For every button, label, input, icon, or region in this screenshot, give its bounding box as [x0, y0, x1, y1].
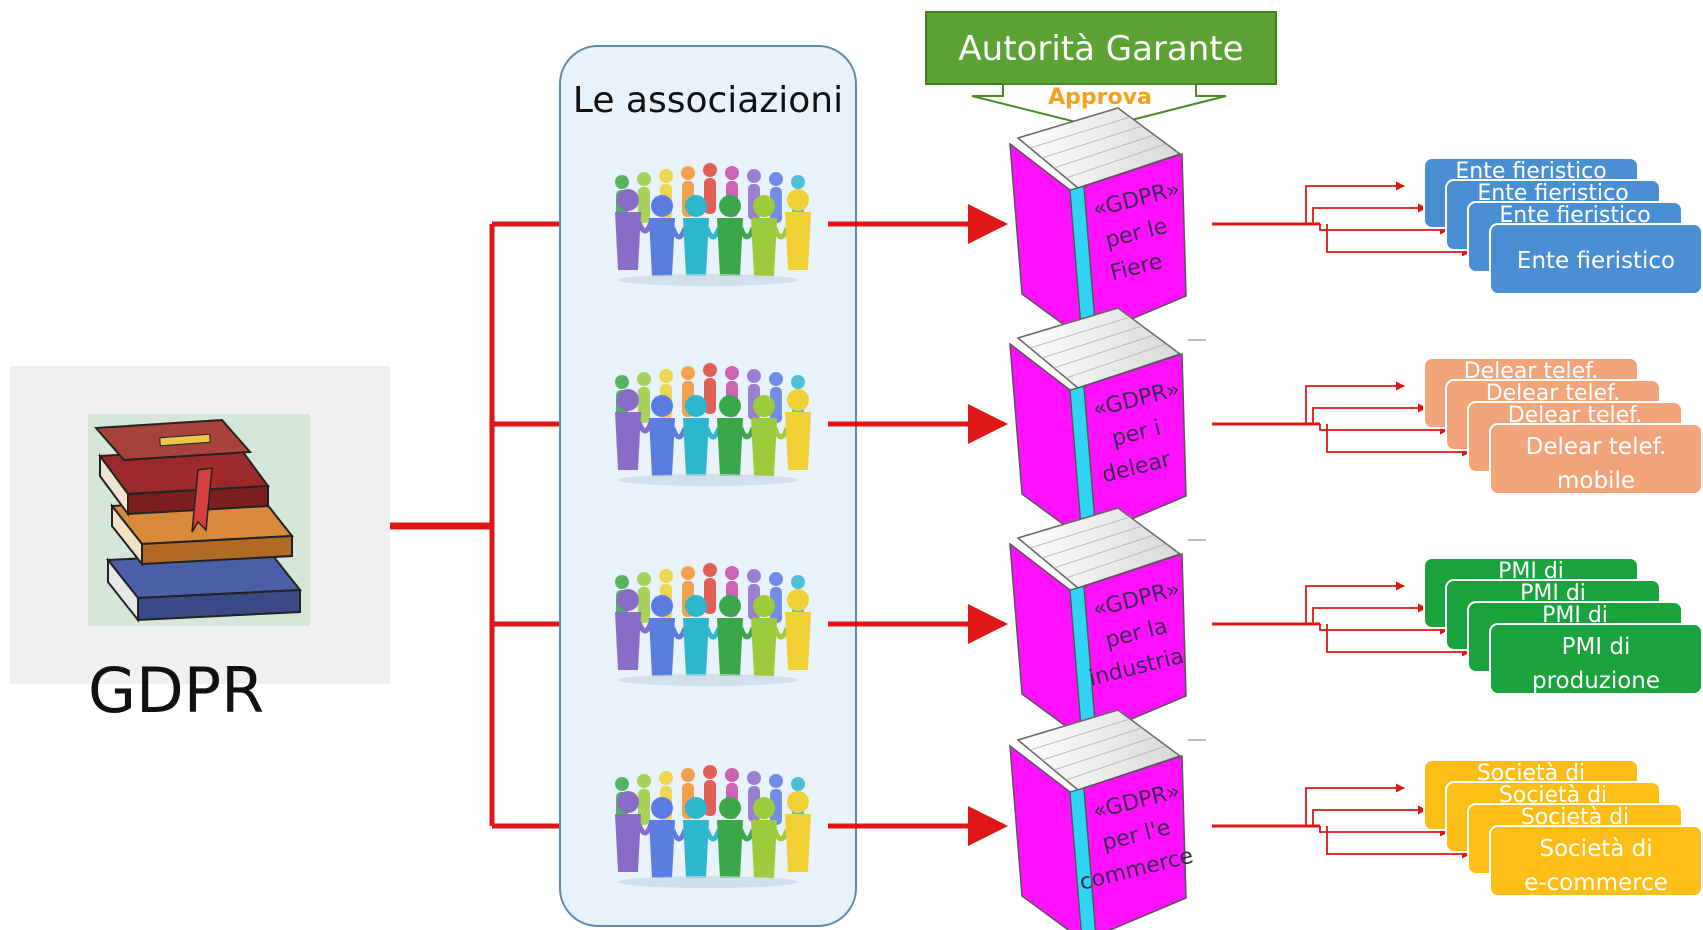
entity-stack: Delear telef.Delear telef.Delear telef.D… — [1423, 357, 1703, 495]
entity-card-label: e-commerce — [1524, 870, 1668, 896]
entity-branches — [1212, 181, 1471, 257]
people-circle-icon — [615, 563, 811, 686]
associations-panel: Le associazioni — [559, 45, 857, 927]
entity-branches — [1212, 783, 1471, 859]
authority-block: Autorità Garante Approva — [925, 11, 1277, 130]
approve-label: Approva — [1048, 85, 1152, 110]
people-circle-icon — [615, 163, 811, 286]
entity-branches — [1212, 381, 1471, 457]
entity-card-label: Delear telef. — [1526, 434, 1667, 460]
gdpr-label: GDPR — [88, 654, 264, 727]
entity-card — [1489, 423, 1703, 495]
people-circle-icon — [615, 765, 811, 888]
entity-card — [1489, 825, 1703, 897]
people-circle-icon — [615, 363, 811, 486]
entity-card-label: Società di — [1539, 836, 1652, 862]
associations-title: Le associazioni — [573, 80, 843, 121]
books-stack-icon — [88, 414, 310, 626]
authority-title: Autorità Garante — [958, 29, 1243, 69]
entity-card-label: produzione — [1532, 668, 1660, 694]
approve-arrow — [971, 83, 1227, 130]
entity-card-label: mobile — [1557, 468, 1635, 494]
authority-box — [925, 11, 1277, 85]
entity-card-label: PMI di — [1562, 634, 1631, 660]
entity-branches — [1212, 581, 1471, 657]
entity-card — [1489, 223, 1703, 295]
entity-card-label: Ente fieristico — [1517, 248, 1675, 274]
gdpr-source: GDPR — [10, 366, 390, 727]
entity-card — [1489, 623, 1703, 695]
